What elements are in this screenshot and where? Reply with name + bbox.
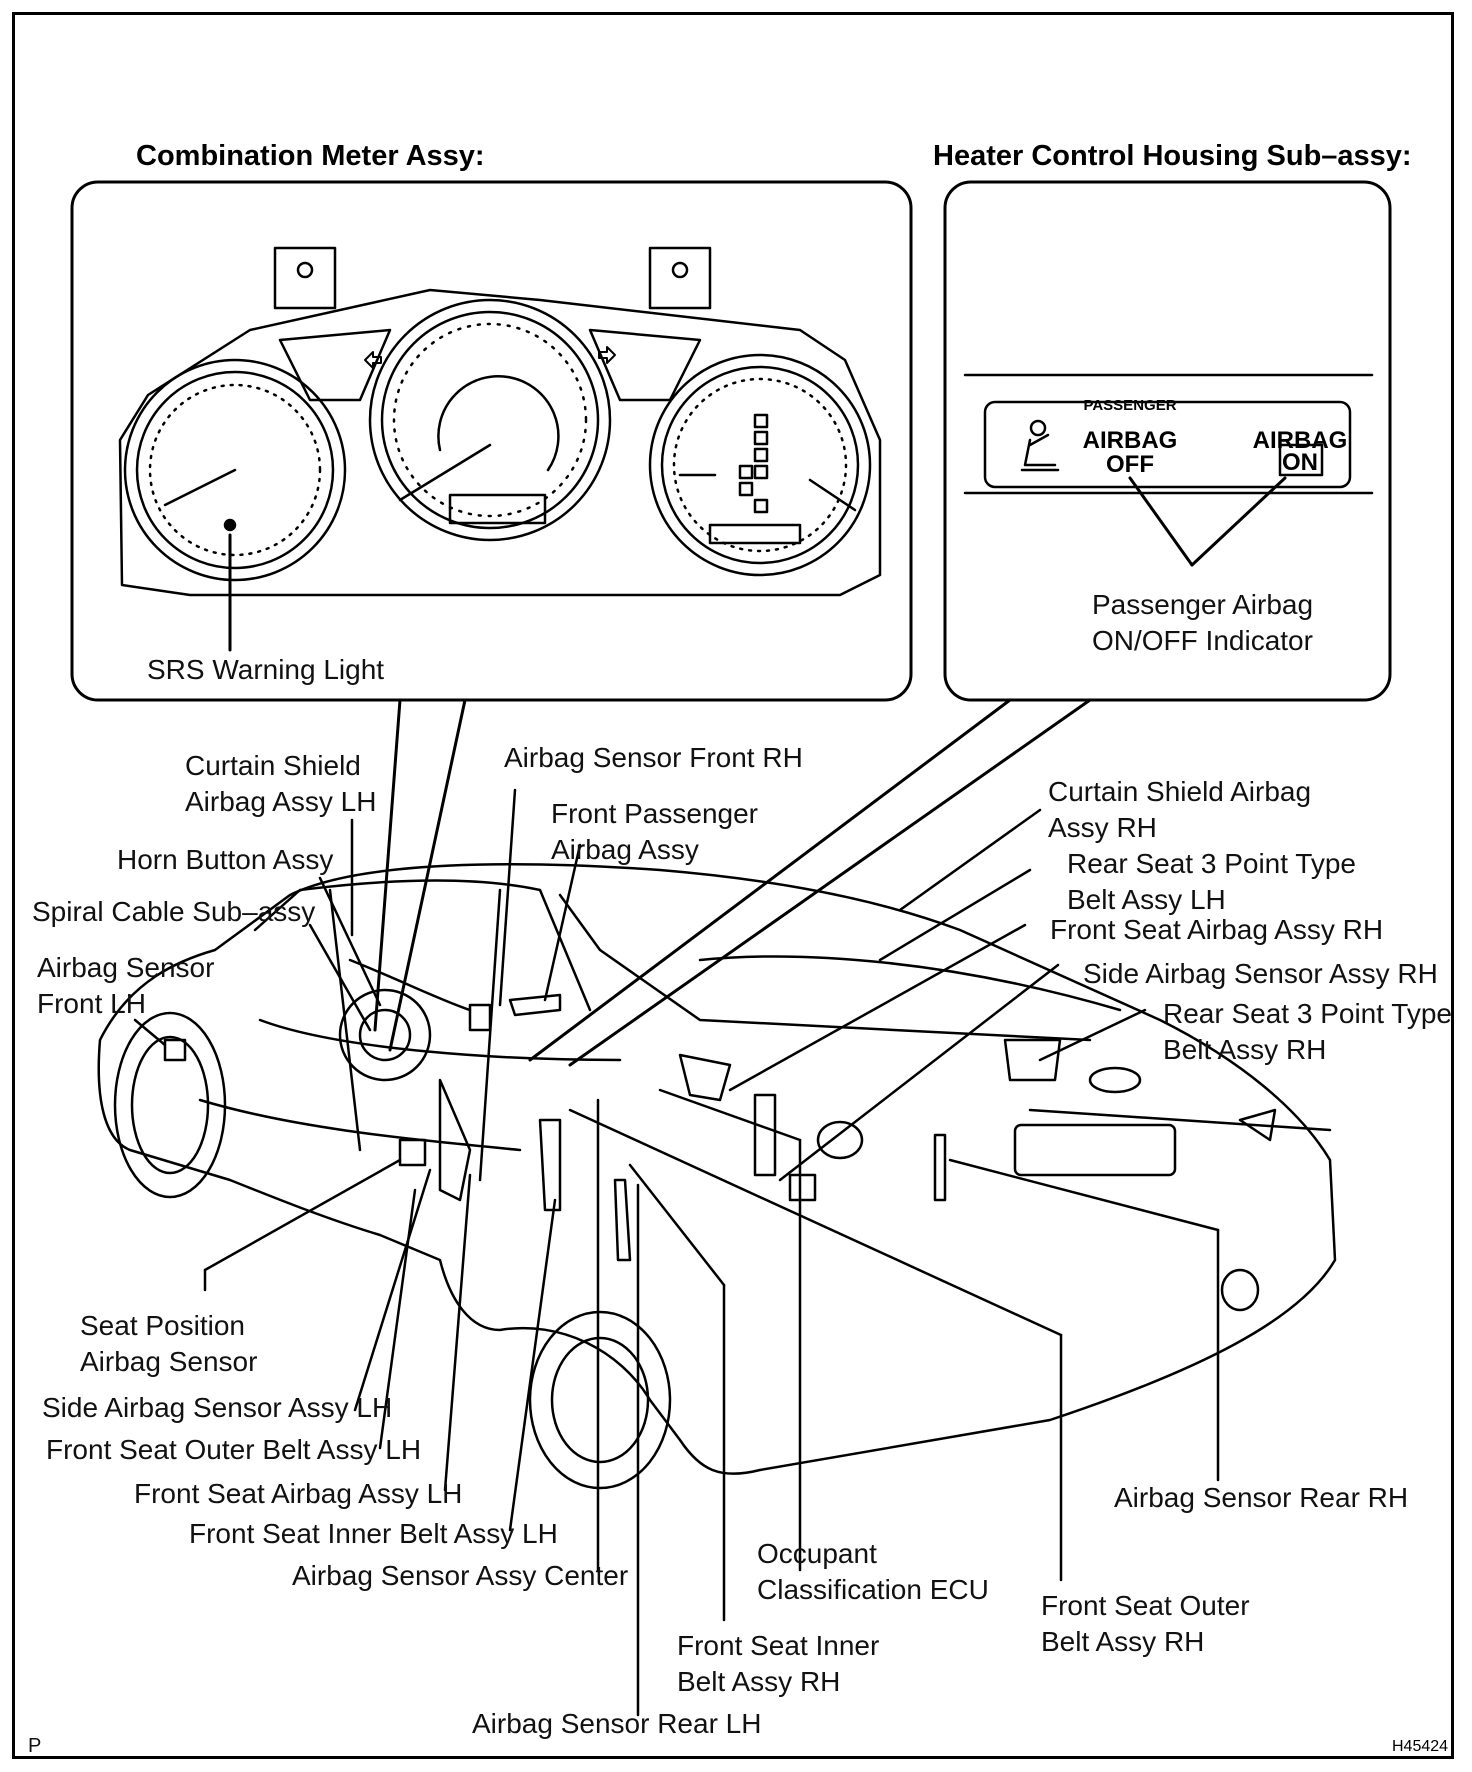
label-sensor-front-lh-1: Airbag Sensor [37,952,215,983]
label-front-inner-lh: Front Seat Inner Belt Assy LH [189,1518,558,1549]
label-curtain-rh-1: Curtain Shield Airbag [1048,776,1312,807]
label-seat-pos-1: Seat Position [80,1310,245,1341]
footer-mark: P [28,1735,42,1757]
panel-airbag-off-top: AIRBAG [1083,427,1178,454]
right-gauge [648,353,872,577]
label-sensor-rear-lh: Airbag Sensor Rear LH [472,1708,762,1739]
label-rear3pt-lh-2: Belt Assy LH [1067,884,1226,915]
center-speedometer [368,298,612,542]
label-front-inner-rh-2: Belt Assy RH [677,1666,841,1697]
label-front-outer-rh-1: Front Seat Outer [1041,1590,1250,1621]
panel-on-text: ON [1282,449,1318,476]
panel-airbag-on-top: AIRBAG [1253,427,1348,454]
passenger-indicator-label-2: ON/OFF Indicator [1092,625,1313,656]
label-front-pass-2: Airbag Assy [551,834,699,865]
meter-inset-box [70,180,913,702]
indicator-leader-off [1128,476,1194,567]
label-front-inner-rh-1: Front Seat Inner [677,1630,880,1661]
left-gauge [123,358,347,582]
leader-lines [133,788,1220,1717]
combination-meter-illustration [118,246,882,597]
indicator-leader-on [1190,476,1287,567]
label-curtain-lh-2: Airbag Assy LH [185,786,377,817]
heater-inset-title: Heater Control Housing Sub–assy: [933,140,1412,172]
label-front-pass-1: Front Passenger [551,798,758,829]
label-curtain-rh-2: Assy RH [1048,812,1157,843]
figure-code: H45424 [1392,1738,1449,1755]
label-rear3pt-rh-1: Rear Seat 3 Point Type [1163,998,1452,1029]
srs-warning-light-icon [223,518,237,532]
vehicle-illustration [97,862,1337,1490]
panel-off-text: OFF [1106,451,1154,478]
panel-passenger-text: PASSENGER [1083,397,1176,414]
label-sensor-rear-rh: Airbag Sensor Rear RH [1114,1482,1409,1513]
label-front-seat-airbag-lh: Front Seat Airbag Assy LH [134,1478,463,1509]
label-occupant-2: Classification ECU [757,1574,989,1605]
heater-inset-box [943,180,1392,702]
label-side-sensor-lh: Side Airbag Sensor Assy LH [42,1392,393,1423]
label-front-seat-airbag-rh: Front Seat Airbag Assy RH [1050,914,1384,945]
label-sensor-front-lh-2: Front LH [37,988,146,1019]
label-rear3pt-lh-1: Rear Seat 3 Point Type [1067,848,1356,879]
passenger-airbag-panel [983,400,1352,489]
label-horn: Horn Button Assy [117,844,334,875]
label-spiral: Spiral Cable Sub–assy [32,896,316,927]
label-rear3pt-rh-2: Belt Assy RH [1163,1034,1327,1065]
figure-frame [12,12,1454,1759]
passenger-indicator-label-1: Passenger Airbag [1092,589,1314,620]
label-seat-pos-2: Airbag Sensor [80,1346,258,1377]
label-front-outer-lh: Front Seat Outer Belt Assy LH [46,1434,422,1465]
label-occupant-1: Occupant [757,1538,877,1569]
seatbelt-person-icon [1020,419,1060,472]
label-sensor-center: Airbag Sensor Assy Center [292,1560,629,1591]
label-side-sensor-rh: Side Airbag Sensor Assy RH [1083,958,1438,989]
label-front-outer-rh-2: Belt Assy RH [1041,1626,1205,1657]
label-sensor-front-rh: Airbag Sensor Front RH [504,742,803,773]
label-curtain-lh-1: Curtain Shield [185,750,361,781]
meter-inset-title: Combination Meter Assy: [136,140,485,172]
srs-warning-light-label: SRS Warning Light [147,654,385,685]
